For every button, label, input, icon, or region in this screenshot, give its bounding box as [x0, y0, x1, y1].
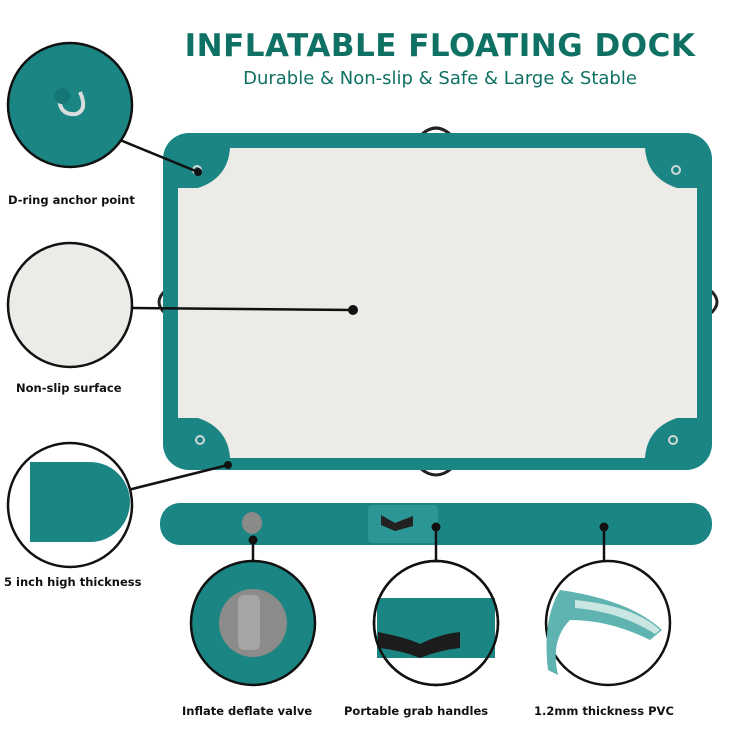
- label-pvc: 1.2mm thickness PVC: [534, 704, 674, 718]
- label-handles: Portable grab handles: [344, 704, 489, 718]
- page-title: INFLATABLE FLOATING DOCK: [184, 28, 696, 64]
- callout-dots: [194, 168, 609, 545]
- label-thickness: 5 inch high thickness: [4, 575, 142, 589]
- valve-icon: [242, 512, 262, 534]
- page-subtitle: Durable & Non-slip & Safe & Large & Stab…: [243, 68, 637, 89]
- thickness-detail: [6, 441, 134, 569]
- valve-detail: [189, 559, 317, 687]
- label-valve: Inflate deflate valve: [182, 704, 313, 718]
- label-d-ring: D-ring anchor point: [8, 193, 135, 207]
- bottom-handle: [419, 466, 453, 477]
- right-handle: [708, 288, 719, 316]
- surface-detail: [6, 241, 134, 369]
- handle-detail: [372, 559, 500, 687]
- non-slip-surface: [178, 148, 697, 458]
- d-ring-detail: [6, 41, 134, 169]
- pvc-detail: [544, 559, 672, 687]
- grab-handle-icon: [381, 515, 413, 531]
- label-non-slip: Non-slip surface: [16, 381, 122, 395]
- callout-lines: [119, 138, 606, 565]
